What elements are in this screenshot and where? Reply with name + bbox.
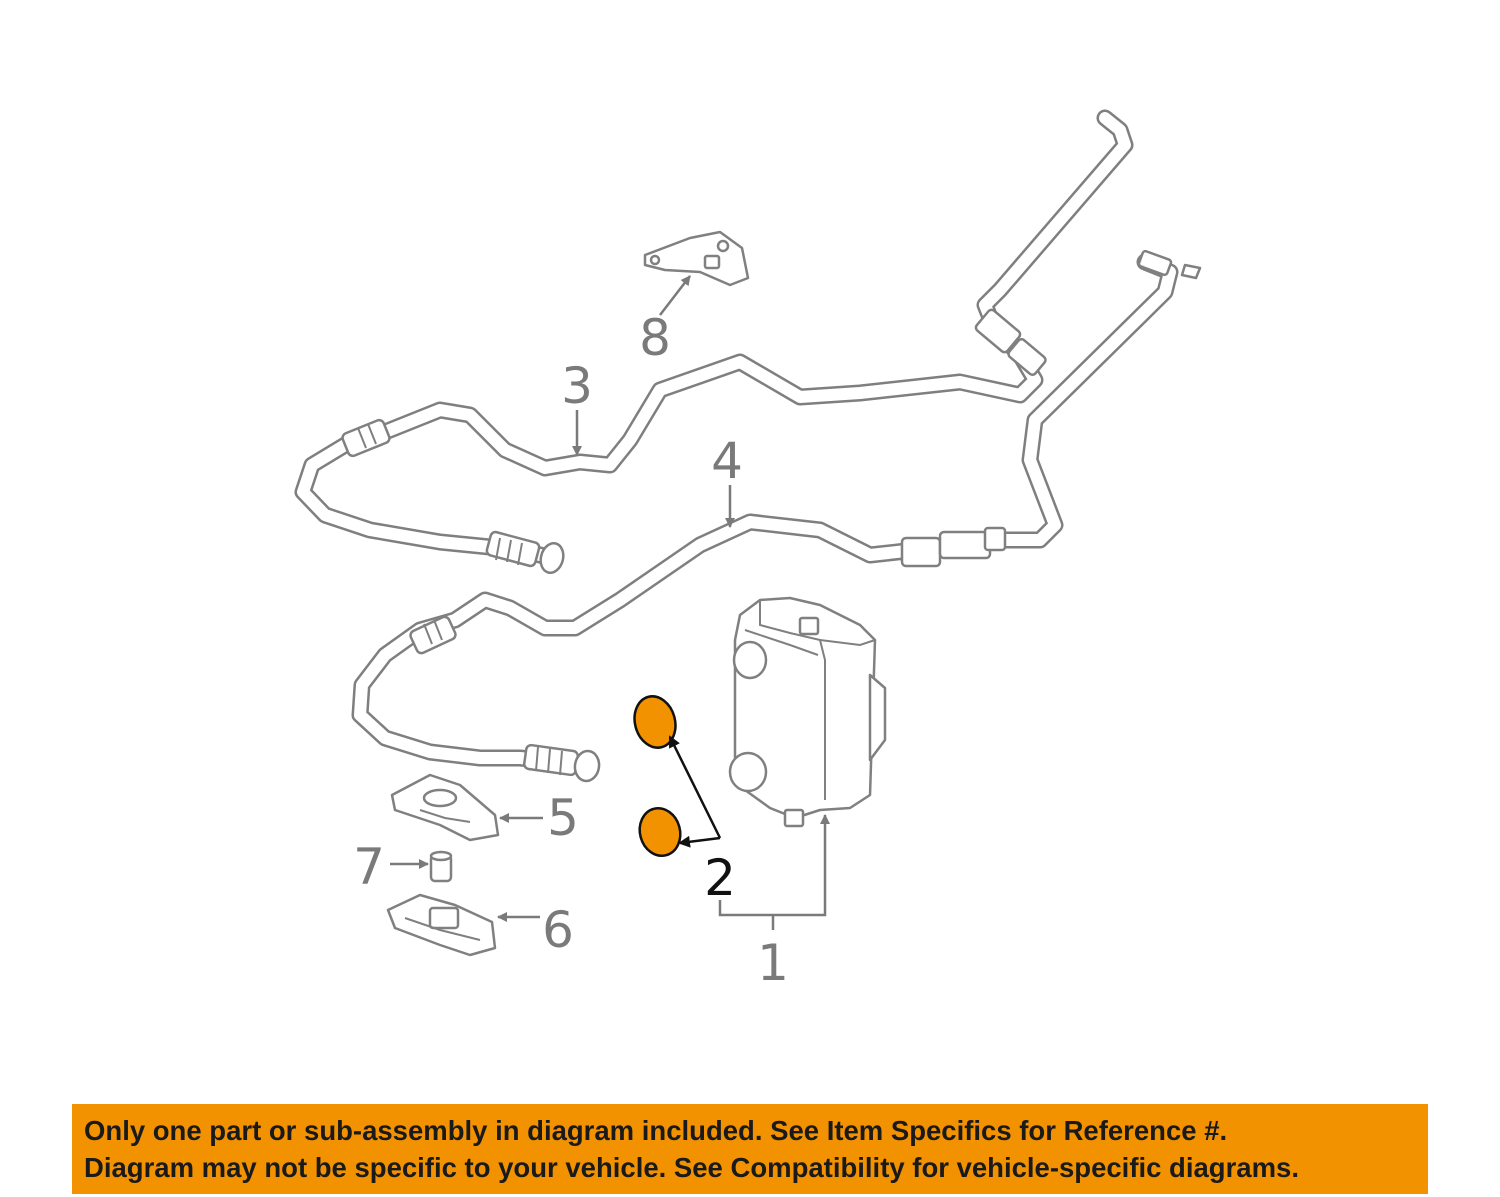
cooler-line-upper bbox=[294, 109, 1134, 575]
callout-5: 5 bbox=[547, 789, 579, 847]
callout-8: 8 bbox=[639, 309, 671, 367]
callout-3: 3 bbox=[561, 357, 593, 415]
o-rings bbox=[633, 695, 682, 858]
parts-diagram: 1 2 3 4 5 6 7 8 bbox=[294, 109, 1202, 992]
disclaimer-line-1: Only one part or sub-assembly in diagram… bbox=[84, 1115, 1228, 1146]
cap bbox=[429, 850, 453, 883]
disclaimer-banner: Only one part or sub-assembly in diagram… bbox=[72, 1104, 1428, 1194]
clip-lower bbox=[386, 893, 497, 957]
o-ring-upper bbox=[633, 695, 677, 749]
cooler-line-lower bbox=[351, 249, 1202, 783]
callout-1: 1 bbox=[757, 934, 789, 992]
callout-6: 6 bbox=[542, 901, 574, 959]
o-ring-lower bbox=[638, 806, 682, 858]
bracket bbox=[643, 230, 750, 287]
callout-7: 7 bbox=[353, 838, 385, 896]
oil-cooler bbox=[728, 596, 887, 828]
disclaimer-line-2: Diagram may not be specific to your vehi… bbox=[84, 1152, 1299, 1183]
callout-2: 2 bbox=[704, 849, 736, 907]
leader-lines bbox=[390, 275, 830, 930]
callout-4: 4 bbox=[711, 432, 743, 490]
clip-upper bbox=[390, 773, 500, 842]
